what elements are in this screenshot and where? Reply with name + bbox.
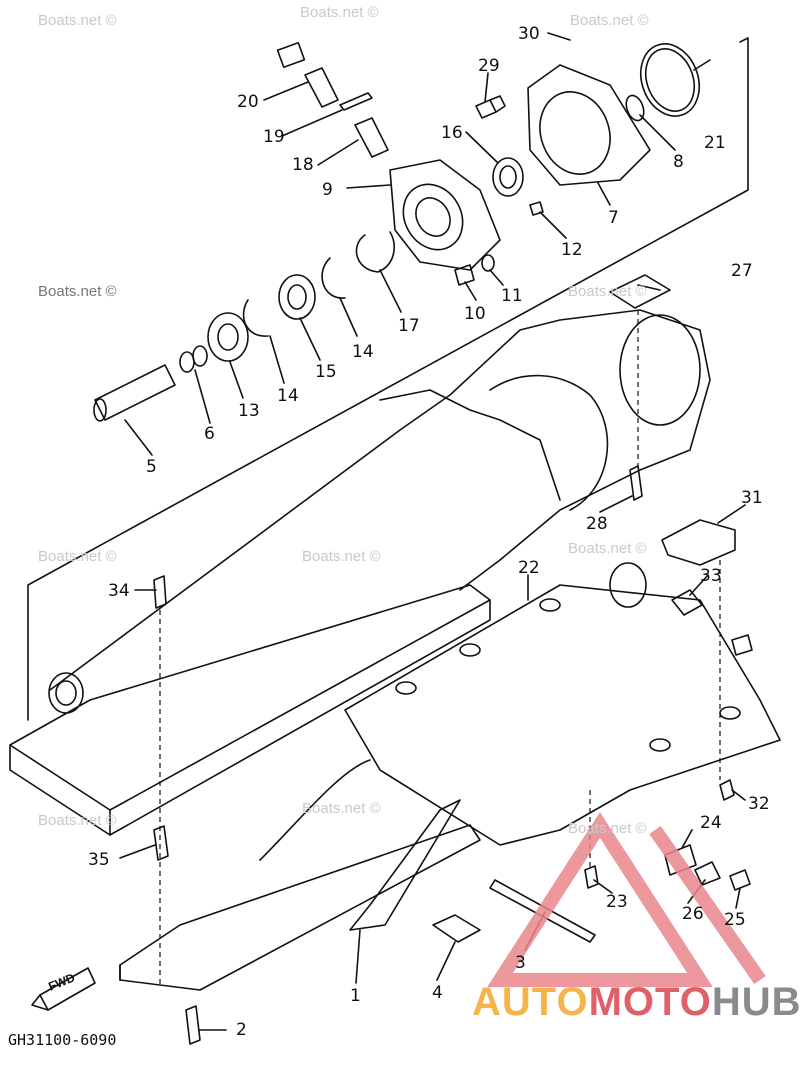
watermark: Boats.net © — [38, 812, 117, 829]
callout-21: 21 — [704, 133, 726, 153]
callout-24: 24 — [700, 813, 722, 833]
watermark: Boats.net © — [570, 12, 649, 29]
callout-20: 20 — [237, 92, 259, 112]
watermark: Boats.net © — [38, 283, 117, 300]
callout-1: 1 — [350, 986, 361, 1006]
callout-11: 11 — [501, 286, 523, 306]
brand-logo — [487, 812, 766, 987]
callout-18: 18 — [292, 155, 314, 175]
watermark: Boats.net © — [302, 800, 381, 817]
callout-14: 14 — [352, 342, 374, 362]
watermark: Boats.net © — [38, 12, 117, 29]
callout-27: 27 — [731, 261, 753, 281]
callout-26: 26 — [682, 904, 704, 924]
callout-12: 12 — [561, 240, 583, 260]
watermark: Boats.net © — [568, 283, 647, 300]
callout-25: 25 — [724, 910, 746, 930]
callout-29: 29 — [478, 56, 500, 76]
brand-part-hub: HUB — [711, 980, 800, 1024]
callout-4: 4 — [432, 983, 443, 1003]
callout-8: 8 — [673, 152, 684, 172]
callout-28: 28 — [586, 514, 608, 534]
callout-35: 35 — [88, 850, 110, 870]
brand-part-moto: MOTO — [588, 980, 712, 1024]
callout-16: 16 — [441, 123, 463, 143]
callout-13: 13 — [238, 401, 260, 421]
watermark: Boats.net © — [300, 4, 379, 21]
callout-33: 33 — [700, 566, 722, 586]
callout-9: 9 — [322, 180, 333, 200]
callout-22: 22 — [518, 558, 540, 578]
callout-6: 6 — [204, 424, 215, 444]
callout-30: 30 — [518, 24, 540, 44]
watermark: Boats.net © — [568, 540, 647, 557]
diagram-code: GH31100-6090 — [8, 1031, 117, 1049]
brand-part-auto: AUTO — [472, 980, 589, 1024]
watermark: Boats.net © — [302, 548, 381, 565]
callout-17: 17 — [398, 316, 420, 336]
watermark: Boats.net © — [38, 548, 117, 565]
callout-31: 31 — [741, 488, 763, 508]
callout-23: 23 — [606, 892, 628, 912]
callout-19: 19 — [263, 127, 285, 147]
brand-wordmark: AUTOMOTOHUB — [472, 980, 800, 1025]
callout-15: 15 — [315, 362, 337, 382]
group-frame — [27, 37, 749, 721]
watermark: Boats.net © — [568, 820, 647, 837]
callout-5: 5 — [146, 457, 157, 477]
callout-34: 34 — [108, 581, 130, 601]
callout-14b: 14 — [277, 386, 299, 406]
callout-3: 3 — [515, 953, 526, 973]
callout-32: 32 — [748, 794, 770, 814]
callout-7: 7 — [608, 208, 619, 228]
callout-2: 2 — [236, 1020, 247, 1040]
callout-10: 10 — [464, 304, 486, 324]
